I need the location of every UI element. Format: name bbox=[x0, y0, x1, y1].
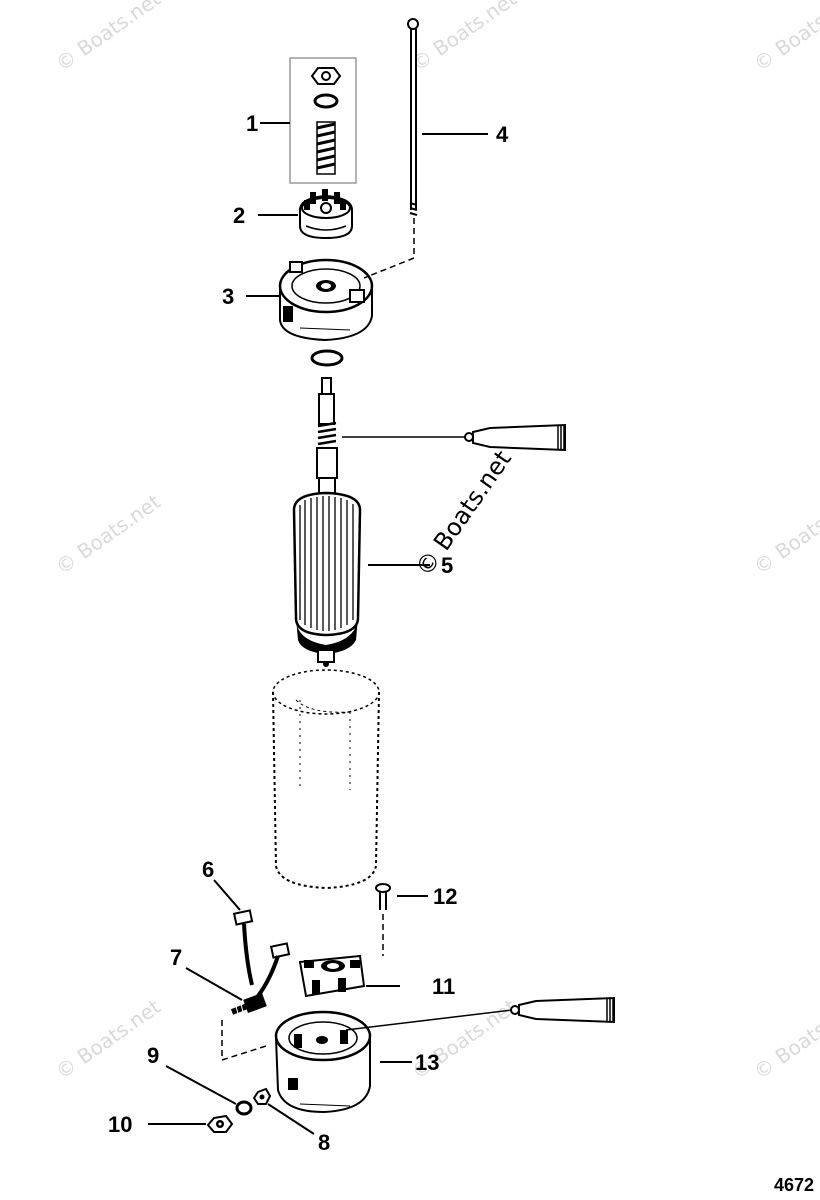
part-5-armature bbox=[292, 377, 362, 667]
leader-9 bbox=[165, 1065, 237, 1105]
figure-number: 4672 bbox=[773, 1175, 814, 1195]
watermark-top-right: © Boats.net bbox=[749, 0, 820, 76]
callout-2: 2 bbox=[233, 203, 245, 228]
leader-6 bbox=[213, 879, 241, 911]
callout-5: 5 bbox=[441, 553, 453, 578]
part-6-brushes bbox=[232, 909, 291, 998]
part-10-nut bbox=[206, 1114, 234, 1133]
watermark-bottom-left: © Boats.net bbox=[51, 994, 165, 1084]
watermark-mid-left: © Boats.net bbox=[51, 489, 165, 579]
leader-13-lubricant bbox=[345, 1009, 513, 1031]
watermark-top-center: © Boats.net bbox=[407, 0, 521, 76]
part-9-washer bbox=[235, 1100, 253, 1116]
part-8-lock-washer bbox=[252, 1087, 272, 1105]
callout-9: 9 bbox=[147, 1043, 159, 1068]
callout-11: 11 bbox=[432, 974, 455, 999]
callout-3: 3 bbox=[222, 284, 234, 309]
o-ring bbox=[310, 349, 344, 367]
callout-13: 13 bbox=[415, 1050, 439, 1075]
watermark-bottom-right: © Boats.net bbox=[749, 994, 820, 1084]
lubricant-tube-upper-icon bbox=[464, 423, 566, 452]
part-12-screw bbox=[375, 883, 391, 956]
part-3-end-cap bbox=[278, 258, 374, 342]
callout-7: 7 bbox=[170, 945, 182, 970]
watermark-mid-right: © Boats.net bbox=[749, 489, 820, 579]
part-11-brush-holder bbox=[298, 954, 366, 998]
watermark-top-left: © Boats.net bbox=[51, 0, 165, 76]
part-2-drive-gear bbox=[299, 189, 353, 240]
callout-1: 1 bbox=[246, 111, 258, 136]
watermark-center: © Boats.net bbox=[410, 445, 517, 581]
leader-8 bbox=[267, 1103, 315, 1135]
part-4-through-bolt bbox=[363, 18, 419, 279]
callout-8: 8 bbox=[318, 1130, 330, 1155]
part-7-terminal-stud bbox=[221, 993, 267, 1061]
part-13-end-cap bbox=[274, 1010, 372, 1114]
lubricant-tube-lower-icon bbox=[510, 996, 615, 1024]
callout-10: 10 bbox=[108, 1112, 132, 1137]
callout-4: 4 bbox=[496, 122, 509, 147]
callout-6: 6 bbox=[202, 857, 214, 882]
callout-12: 12 bbox=[433, 884, 457, 909]
motor-frame bbox=[272, 669, 380, 890]
leader-7 bbox=[185, 967, 243, 1001]
part-1-drive-kit bbox=[289, 57, 357, 184]
